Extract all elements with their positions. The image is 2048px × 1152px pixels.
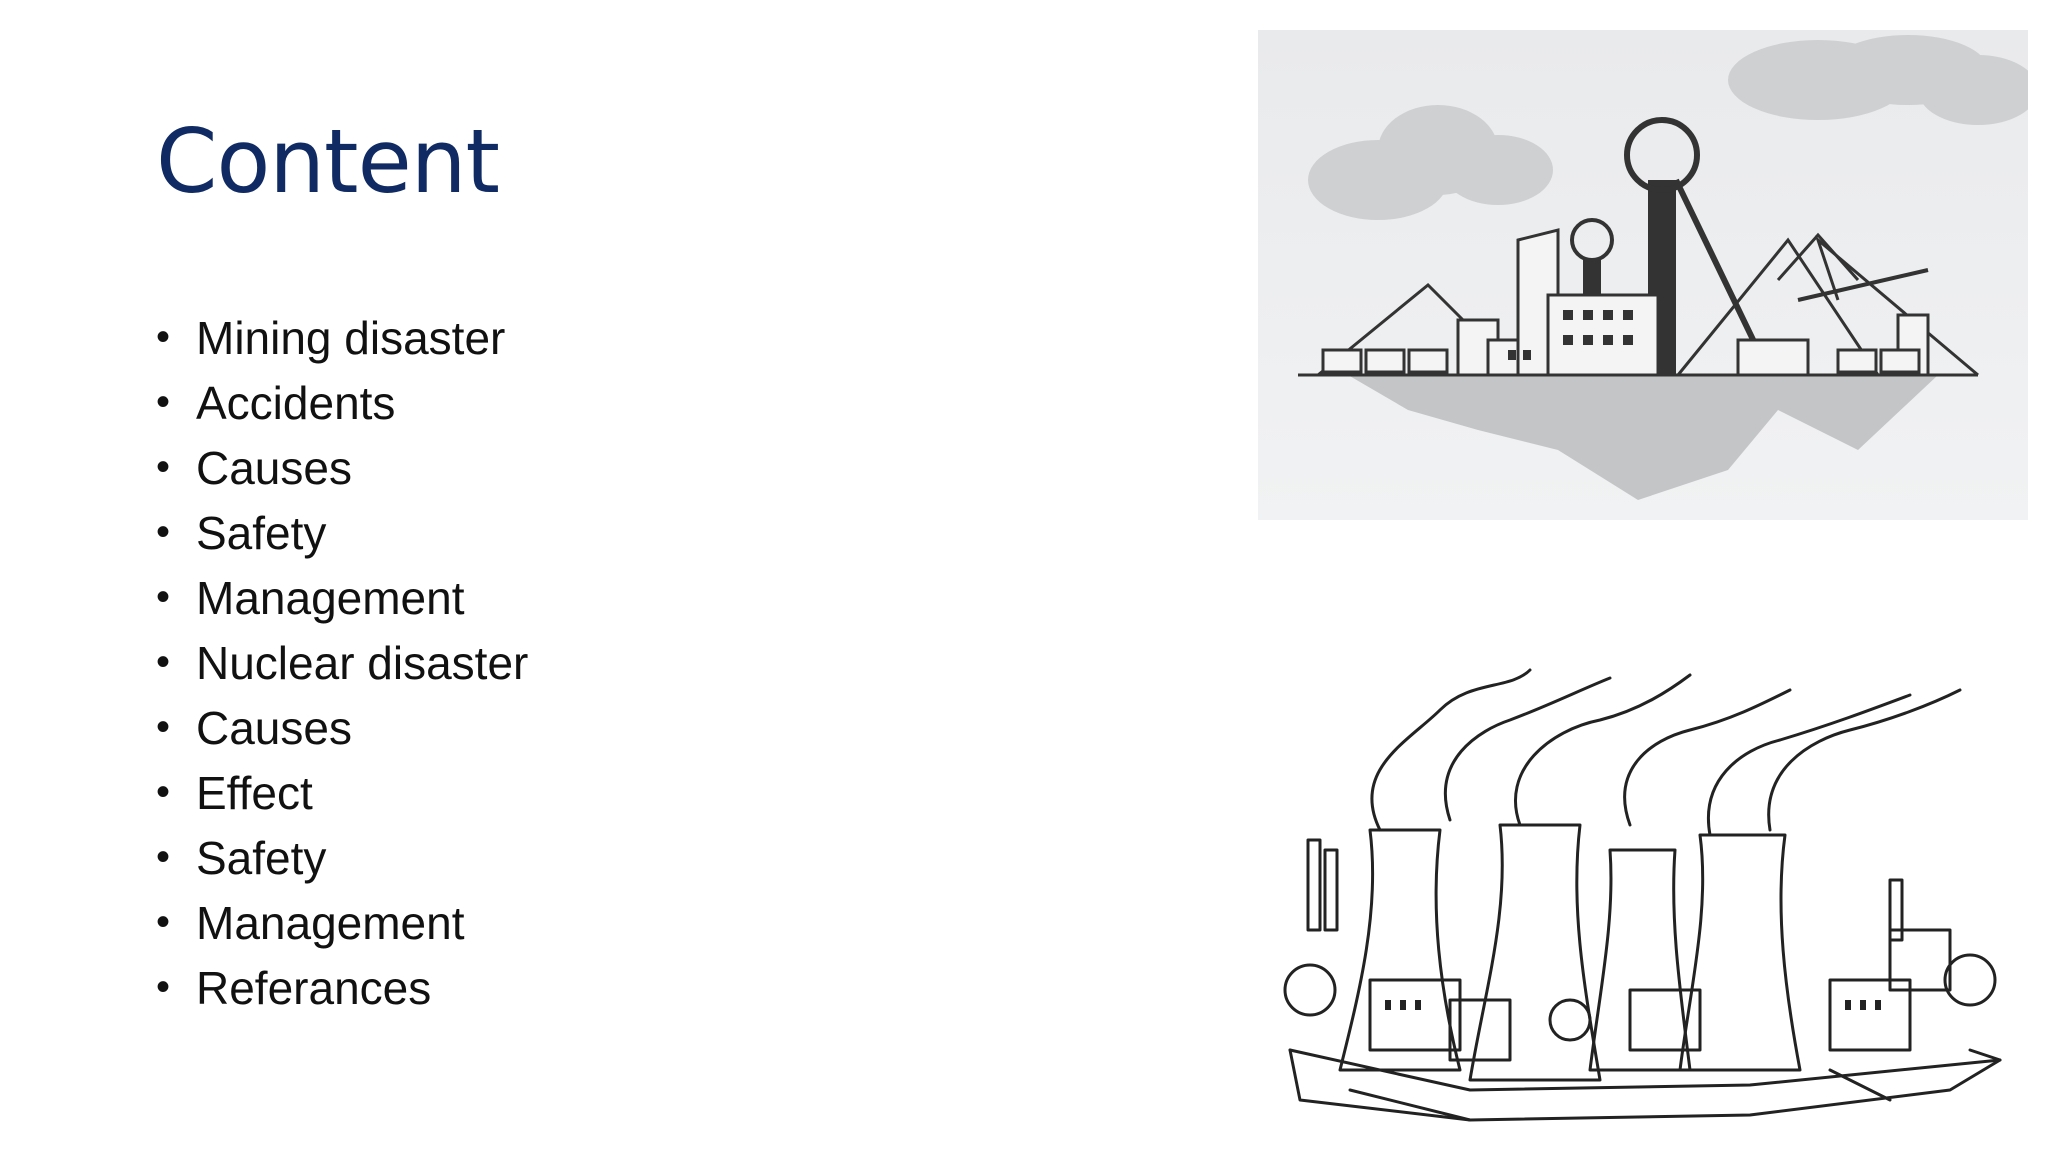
bullet-icon: • [156, 705, 171, 749]
bullet-icon: • [156, 965, 171, 1009]
bullet-icon: • [156, 900, 171, 944]
bullet-item: •Effect [156, 766, 313, 819]
bullet-item: •Management [156, 896, 465, 949]
bullet-item: •Management [156, 571, 465, 624]
bullet-item: •Nuclear disaster [156, 636, 529, 689]
bullet-item: •Causes [156, 441, 352, 494]
bullet-icon: • [156, 510, 171, 554]
bullet-list: •Mining disaster •Accidents •Causes •Saf… [156, 305, 528, 1020]
bullet-icon: • [156, 380, 171, 424]
bullet-icon: • [156, 575, 171, 619]
mining-site-illustration [1258, 30, 2038, 520]
bullet-icon: • [156, 315, 171, 359]
bullet-item: •Accidents [156, 376, 396, 429]
bullet-icon: • [156, 640, 171, 684]
mining-site-drawing [1258, 30, 2038, 520]
nuclear-plant-drawing [1270, 650, 2020, 1130]
bullet-item: •Mining disaster [156, 311, 506, 364]
slide-title: Content [156, 110, 500, 213]
bullet-icon: • [156, 770, 171, 814]
bullet-item: •Safety [156, 831, 327, 884]
bullet-item: •Safety [156, 506, 327, 559]
bullet-icon: • [156, 835, 171, 879]
nuclear-plant-illustration [1270, 650, 2020, 1130]
bullet-icon: • [156, 445, 171, 489]
bullet-item: •Causes [156, 701, 352, 754]
bullet-item: •Referances [156, 961, 432, 1014]
